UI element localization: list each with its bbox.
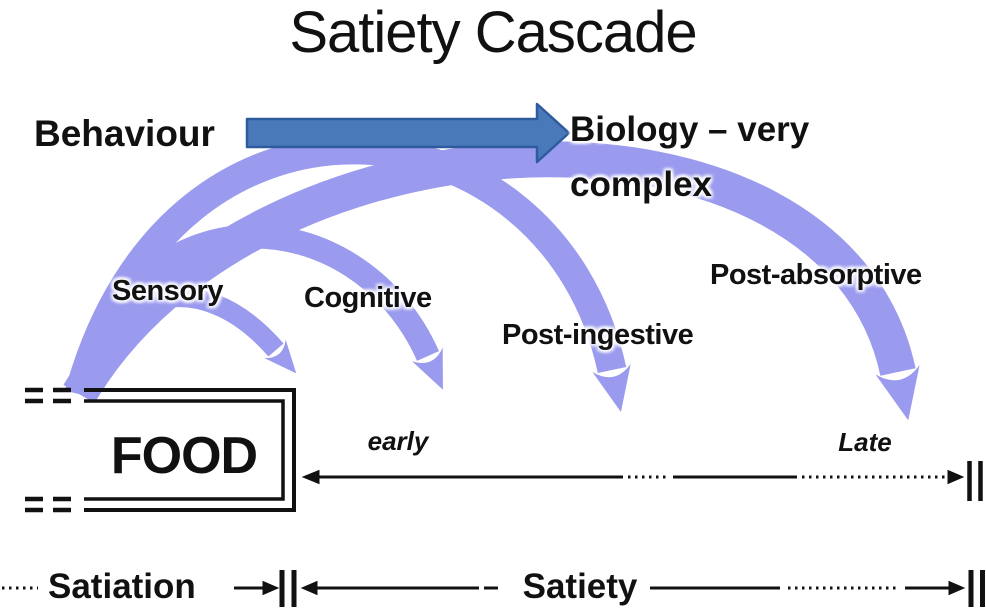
- early-label: early: [367, 426, 429, 456]
- arc-label-sensory: Sensory: [112, 275, 223, 307]
- arc-post-ingestive: [65, 135, 631, 412]
- timeline-right-arrowhead: [947, 469, 965, 485]
- arc-label-cognitive: Cognitive: [304, 282, 432, 314]
- satiety-left-arrowhead: [300, 580, 318, 596]
- biology-label: Biology – very complex: [570, 102, 809, 212]
- satiation-satiety-axis: [2, 570, 985, 607]
- behaviour-to-biology-arrow: [245, 102, 571, 164]
- food-label: FOOD: [110, 427, 258, 485]
- arc-label-post-absorptive: Post-absorptive: [710, 259, 922, 291]
- food-box-outer-border: [84, 388, 296, 512]
- arc-sensory: [69, 287, 297, 397]
- arc-post-absorptive: [63, 141, 920, 421]
- late-label: Late: [838, 427, 892, 457]
- satiation-arrowhead: [262, 580, 280, 596]
- arc-label-post-ingestive: Post-ingestive: [502, 319, 694, 351]
- food-box-inner-border: [84, 399, 285, 501]
- diagram-title: Satiety Cascade: [289, 0, 697, 65]
- biology-label-line1: Biology – very: [570, 110, 810, 149]
- food-box-dash-marks: [25, 387, 71, 513]
- satiety-label: Satiety: [522, 567, 638, 606]
- biology-label-line2: complex: [570, 165, 712, 204]
- early-late-timeline: [301, 461, 983, 501]
- behaviour-label: Behaviour: [34, 113, 215, 154]
- satiation-label: Satiation: [48, 567, 196, 606]
- satiety-right-arrowhead: [948, 580, 966, 596]
